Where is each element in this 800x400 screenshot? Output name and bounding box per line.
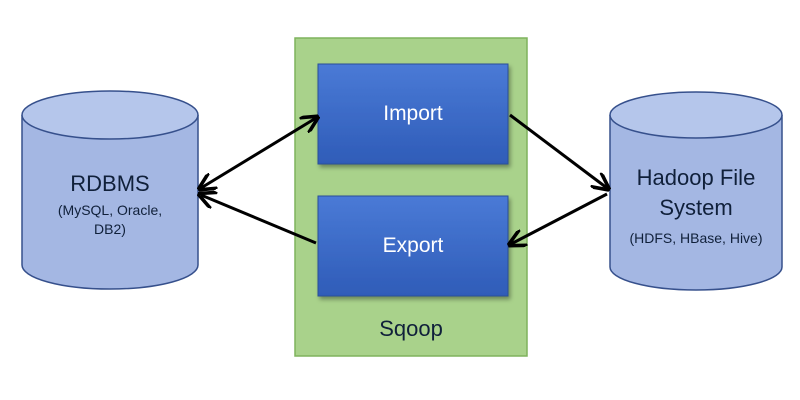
- hadoop-cylinder: [609, 91, 783, 291]
- export-label: Export: [382, 234, 444, 257]
- import-hadoop-arrow: [509, 113, 607, 188]
- export-box: [317, 195, 509, 297]
- import-box: [317, 63, 509, 165]
- rdbms-subtitle-line2: DB2): [94, 221, 126, 237]
- hadoop-subtitle: (HDFS, HBase, Hive): [629, 230, 763, 246]
- rdbms-title: RDBMS: [70, 171, 150, 196]
- export-rdbms-arrow: [201, 195, 317, 245]
- rdbms-subtitle-line1: (MySQL, Oracle,: [57, 202, 163, 218]
- rdbms-import-arrow: [201, 118, 316, 188]
- hadoop-title-line2: System: [659, 195, 733, 220]
- import-label: Import: [383, 102, 443, 125]
- rdbms-cylinder: [21, 90, 199, 290]
- sqoop-label: Sqoop: [379, 316, 443, 341]
- hadoop-export-arrow: [511, 192, 608, 244]
- hadoop-title-line1: Hadoop File: [636, 165, 756, 190]
